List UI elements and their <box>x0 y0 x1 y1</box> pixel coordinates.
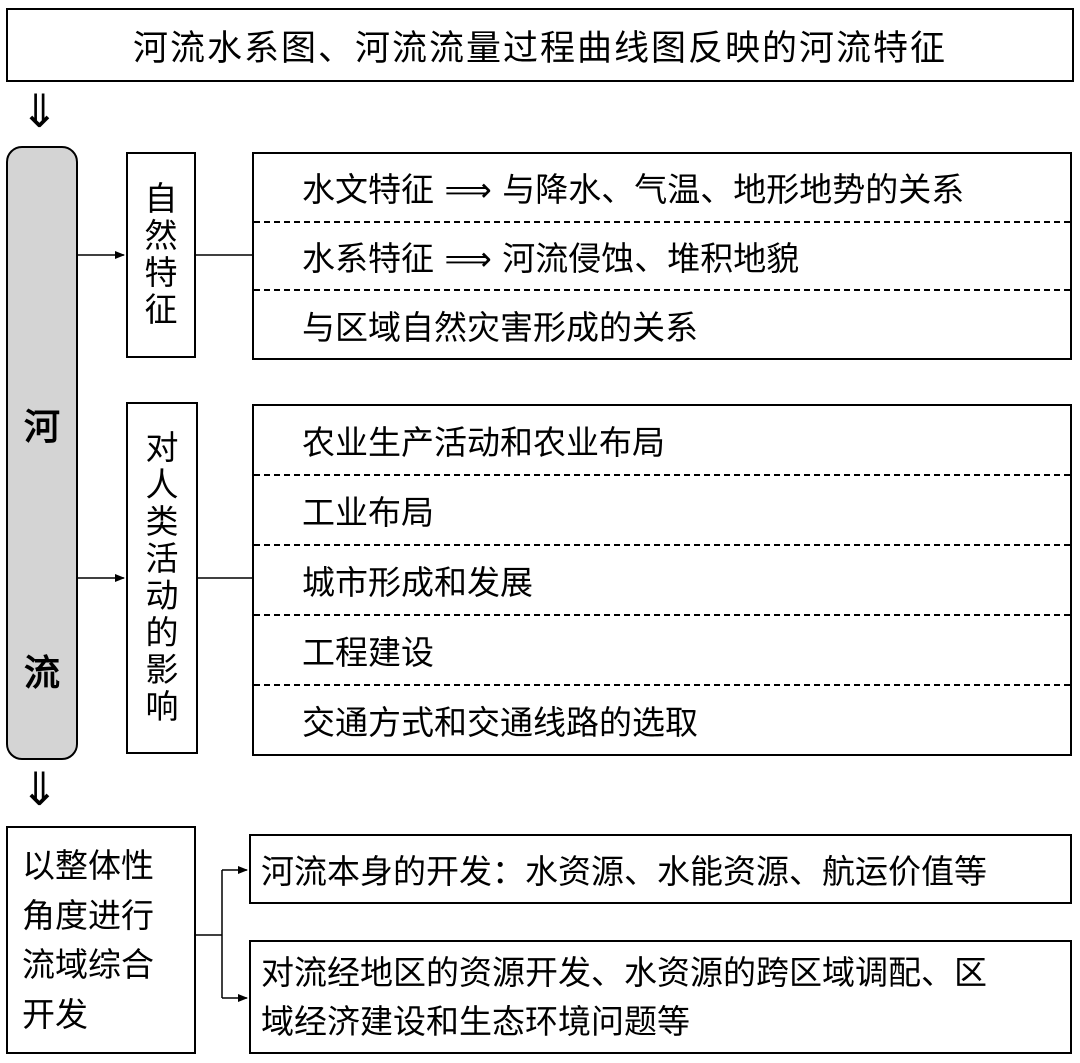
double-down-arrow-icon: ⇓ <box>20 762 59 816</box>
label-char: 然 <box>144 216 178 256</box>
label-char: 特 <box>144 253 178 292</box>
title-box: 河流水系图、河流流量过程曲线图反映的河流特征 <box>6 8 1074 82</box>
dev-label-line: 流域综合 <box>22 945 154 984</box>
double-down-arrow-icon: ⇓ <box>20 84 59 138</box>
label-char: 类 <box>145 502 179 542</box>
dev-label-line: 以整体性 <box>22 846 154 885</box>
dev-label-line: 开发 <box>22 994 88 1034</box>
dev-item-text: 域经济建设和生态环境问题等 <box>261 1002 690 1041</box>
list-item: 农业生产活动和农业布局 <box>302 423 665 462</box>
river-char: 流 <box>23 653 60 694</box>
river-box: 河 流 <box>6 146 78 760</box>
natural-features-label: 自 然 特 征 <box>126 152 196 358</box>
label-char: 影 <box>145 649 179 689</box>
label-char: 响 <box>145 686 179 726</box>
natural-features-content: 水文特征 ⟹ 与降水、气温、地形地势的关系 水系特征 ⟹ 河流侵蚀、堆积地貌 与… <box>252 152 1072 360</box>
human-impact-content: 农业生产活动和农业布局 工业布局 城市形成和发展 工程建设 交通方式和交通线路的… <box>252 404 1072 756</box>
list-item: 工业布局 <box>254 474 1070 544</box>
dev-item-text: 河流本身的开发：水资源、水能资源、航运价值等 <box>261 852 987 891</box>
label-char: 活 <box>145 539 179 579</box>
river-char: 河 <box>23 407 60 448</box>
development-item-region: 对流经地区的资源开发、水资源的跨区域调配、区 域经济建设和生态环境问题等 <box>249 940 1072 1054</box>
development-label: 以整体性 角度进行 流域综合 开发 <box>6 826 196 1054</box>
dev-label-line: 角度进行 <box>22 895 154 935</box>
label-char: 的 <box>145 612 179 652</box>
diagram-title: 河流水系图、河流流量过程曲线图反映的河流特征 <box>132 28 947 69</box>
list-item: 水系特征 ⟹ 河流侵蚀、堆积地貌 <box>254 220 1070 290</box>
label-char: 对 <box>145 428 179 468</box>
label-char: 动 <box>145 576 179 615</box>
dev-item-text: 对流经地区的资源开发、水资源的跨区域调配、区 <box>261 952 987 992</box>
list-item: 工程建设 <box>254 614 1070 684</box>
label-char: 征 <box>144 289 178 329</box>
development-item-river: 河流本身的开发：水资源、水能资源、航运价值等 <box>249 834 1072 904</box>
list-item: 水文特征 ⟹ 与降水、气温、地形地势的关系 <box>302 170 965 210</box>
list-item: 交通方式和交通线路的选取 <box>254 684 1070 754</box>
label-char: 自 <box>144 179 178 219</box>
list-item: 城市形成和发展 <box>254 544 1070 614</box>
label-char: 人 <box>145 465 179 505</box>
human-impact-label: 对 人 类 活 动 的 影 响 <box>126 402 198 754</box>
list-item: 与区域自然灾害形成的关系 <box>254 289 1070 358</box>
